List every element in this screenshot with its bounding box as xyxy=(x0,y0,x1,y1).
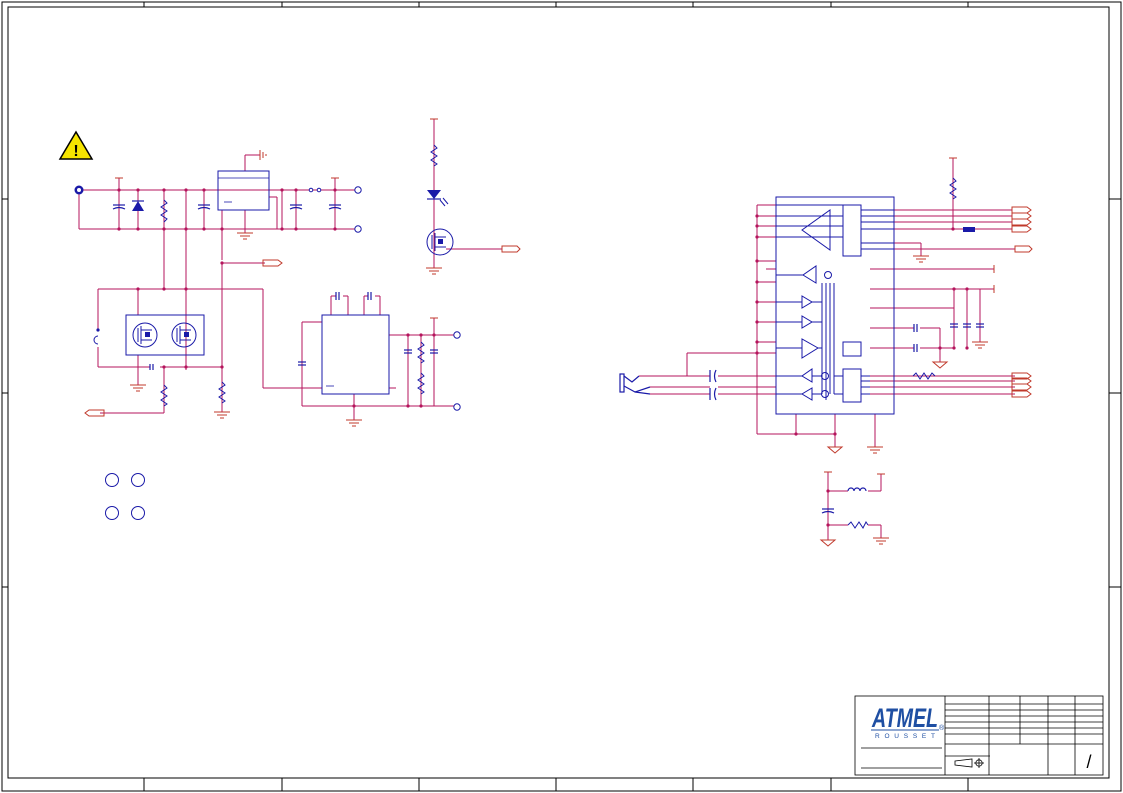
buffer-amplifier xyxy=(801,315,813,329)
net-label xyxy=(501,245,521,253)
ground-filter-circuit xyxy=(819,471,889,547)
resistor xyxy=(847,521,869,529)
audio-codec-ic xyxy=(775,196,895,415)
logo-registered: ® xyxy=(939,724,945,732)
mounting-holes xyxy=(105,473,145,520)
resistor xyxy=(160,199,168,223)
resistor xyxy=(430,144,438,167)
resistor xyxy=(912,372,936,380)
warning-triangle-icon: ! xyxy=(58,130,94,160)
buffer-amplifier xyxy=(802,265,817,284)
buffer-amplifier xyxy=(801,368,813,383)
voltage-regulator xyxy=(217,170,270,211)
projection-symbol-icon xyxy=(954,758,984,768)
audio-codec-circuit xyxy=(619,157,1033,454)
ground-symbol xyxy=(826,255,988,454)
battery-minus-terminal xyxy=(453,403,461,411)
mosfet-package xyxy=(125,314,205,356)
logo-subtitle: ROUSSET xyxy=(875,733,935,740)
led-driver-circuit xyxy=(426,118,521,275)
codec-dac-block xyxy=(842,204,862,257)
output-amplifier xyxy=(801,209,831,251)
title-block xyxy=(854,695,1104,776)
resistor xyxy=(949,177,957,200)
atmel-logo: ATMEL ® ROUSSET xyxy=(871,703,945,740)
header-connector xyxy=(993,206,1033,398)
inductor xyxy=(847,487,867,492)
charger-ic xyxy=(321,314,390,395)
codec-reg-block xyxy=(842,341,862,357)
battery-plus-terminal xyxy=(453,331,461,339)
ground-symbol xyxy=(426,267,442,275)
warning-glyph: ! xyxy=(73,143,78,160)
buffer-amplifier xyxy=(801,387,813,401)
gnd-terminal xyxy=(354,225,362,233)
mosfet-transistor xyxy=(132,322,197,348)
audio-jack xyxy=(619,373,651,395)
buffer-amplifier xyxy=(801,295,813,309)
mosfet-transistor xyxy=(426,228,454,256)
sheet-number-separator: / xyxy=(1086,752,1091,772)
ground-symbol xyxy=(237,150,267,240)
battery-charger-circuit xyxy=(84,287,461,427)
ground-symbol xyxy=(130,317,438,427)
vout-terminal xyxy=(354,186,362,194)
net-label xyxy=(262,259,283,267)
input-amplifier xyxy=(801,338,819,359)
codec-adc-block xyxy=(842,368,862,403)
led xyxy=(427,190,441,199)
net-label xyxy=(84,409,105,417)
power-supply-circuit xyxy=(74,150,362,380)
zener-diode xyxy=(132,201,144,211)
ground-symbol xyxy=(819,539,837,547)
logo-text: ATMEL xyxy=(871,703,938,733)
ferrite-bead xyxy=(963,227,975,232)
ground-symbol xyxy=(873,537,889,545)
